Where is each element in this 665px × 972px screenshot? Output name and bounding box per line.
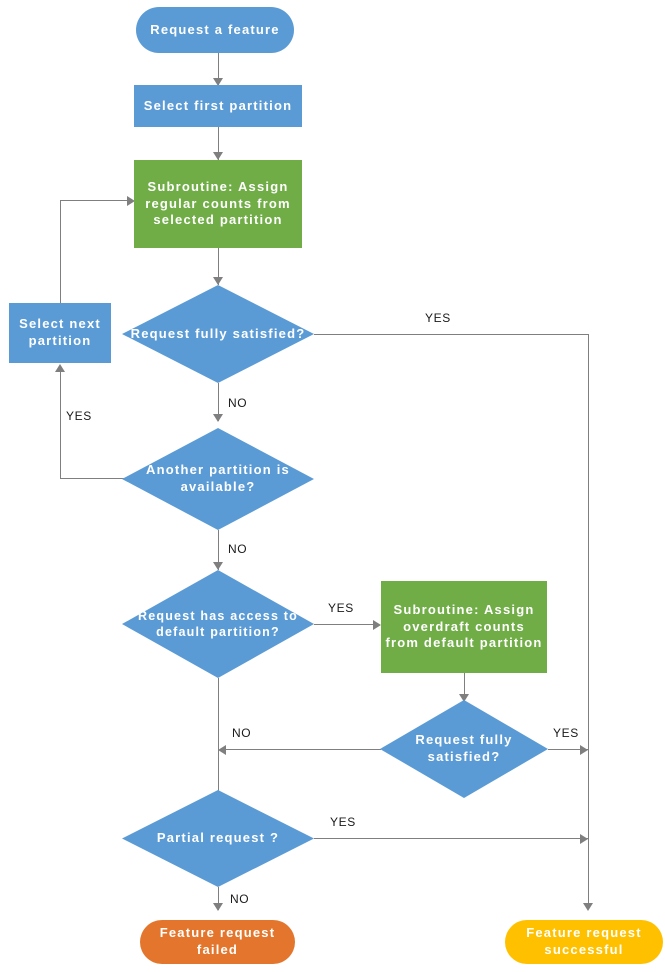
arrowhead-fully2-yes [580, 745, 588, 755]
arrowhead-select-first-to-sub-regular [213, 152, 223, 160]
node-decision-partial-request-label: Partial request ? [156, 830, 280, 846]
node-end-feature-request-failed-label: Feature request failed [159, 925, 276, 957]
arrowhead-partial-yes [580, 834, 588, 844]
arrowhead-another-no [213, 562, 223, 570]
node-start-label: Request a feature [150, 21, 280, 37]
edge-start-to-select-first [218, 53, 219, 86]
edge-fully2-yes-horizontal [548, 749, 589, 750]
node-subroutine-assign-overdraft-counts[interactable]: Subroutine: Assign overdraft counts from… [381, 581, 547, 673]
diamond-shape-icon [122, 428, 314, 530]
edge-label-partial-yes: YES [330, 815, 356, 829]
node-start-request-a-feature[interactable]: Request a feature [136, 7, 294, 53]
edge-select-next-to-sub-regular-vertical [60, 200, 61, 305]
edge-label-fully2-yes: YES [553, 726, 579, 740]
node-select-first-partition[interactable]: Select first partition [134, 85, 302, 127]
arrowhead-overdraft-to-fully2 [459, 694, 469, 702]
edge-partial-yes-horizontal [314, 838, 589, 839]
node-subroutine-assign-regular-counts[interactable]: Subroutine: Assign regular counts from s… [134, 160, 302, 248]
node-decision-another-partition-available[interactable]: Another partition is available? [122, 428, 314, 530]
arrowhead-start-to-select-first [213, 78, 223, 86]
arrowhead-another-yes-to-select-next [55, 364, 65, 372]
edge-label-fully1-yes: YES [425, 311, 451, 325]
arrowhead-sub-regular-to-decision-fully-1 [213, 277, 223, 285]
node-end-feature-request-successful-label: Feature request successful [526, 925, 642, 957]
diamond-shape-icon [122, 285, 314, 383]
edge-another-no-vertical [218, 530, 219, 570]
node-decision-request-fully-satisfied-2[interactable]: Request fully satisfied? [380, 700, 548, 798]
node-decision-access-default-partition[interactable]: Request has access to default partition? [122, 570, 314, 678]
edge-right-bus-vertical [588, 334, 589, 909]
edge-access-no-vertical [218, 678, 219, 800]
node-select-next-partition[interactable]: Select next partition [9, 303, 111, 363]
edge-label-another-yes: YES [66, 409, 92, 423]
edge-label-access-yes: YES [328, 601, 354, 615]
edge-label-fully1-no: NO [228, 396, 248, 410]
arrowhead-fully1-no [213, 414, 223, 422]
edge-label-partial-no: NO [230, 892, 250, 906]
node-decision-request-fully-satisfied-1[interactable]: Request fully satisfied? [122, 285, 314, 383]
node-decision-request-fully-satisfied-2-label: Request fully satisfied? [415, 732, 513, 764]
arrowhead-access-yes [373, 620, 381, 630]
node-select-first-partition-label: Select first partition [143, 97, 293, 113]
edge-sub-regular-to-decision-fully-1 [218, 248, 219, 285]
edge-another-yes-vertical [60, 372, 61, 479]
edge-select-next-to-sub-regular-horizontal [60, 200, 128, 201]
diamond-shape-icon [122, 570, 314, 678]
arrowhead-right-bus-to-success [583, 903, 593, 911]
edge-label-another-no: NO [228, 542, 248, 556]
edge-access-yes-horizontal [314, 624, 374, 625]
arrowhead-partial-no [213, 903, 223, 911]
node-decision-access-default-partition-label: Request has access to default partition? [138, 609, 298, 639]
arrowhead-select-next-to-sub-regular [127, 196, 135, 206]
node-subroutine-assign-regular-counts-label: Subroutine: Assign regular counts from s… [145, 179, 291, 228]
node-decision-another-partition-available-label: Another partition is available? [146, 462, 290, 494]
diamond-shape-icon [380, 700, 548, 798]
arrowhead-fully2-no [218, 745, 226, 755]
node-end-feature-request-successful[interactable]: Feature request successful [505, 920, 663, 964]
edge-fully2-no-horizontal [226, 749, 381, 750]
edge-fully1-no-vertical [218, 383, 219, 421]
node-subroutine-assign-overdraft-counts-label: Subroutine: Assign overdraft counts from… [385, 602, 543, 651]
node-decision-request-fully-satisfied-1-label: Request fully satisfied? [130, 325, 306, 341]
diamond-shape-icon [122, 790, 314, 887]
edge-select-first-to-sub-regular [218, 127, 219, 160]
edge-label-fully2-no: NO [232, 726, 252, 740]
edge-another-yes-horizontal [60, 478, 124, 479]
node-select-next-partition-label: Select next partition [19, 316, 101, 348]
node-decision-partial-request[interactable]: Partial request ? [122, 790, 314, 887]
node-end-feature-request-failed[interactable]: Feature request failed [140, 920, 295, 964]
edge-partial-no-vertical [218, 887, 219, 910]
edge-overdraft-to-fully2 [464, 673, 465, 701]
edge-fully1-yes-horizontal [314, 334, 589, 335]
